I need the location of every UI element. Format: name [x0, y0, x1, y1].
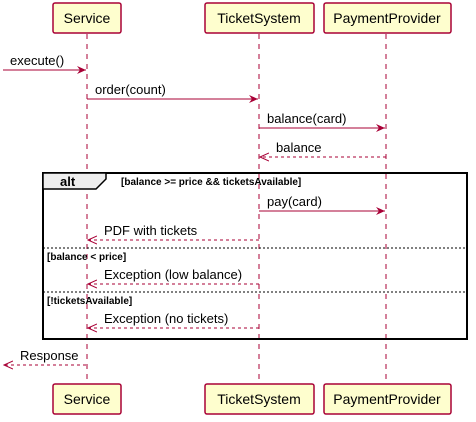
participant-paymentprovider-bottom: PaymentProvider [323, 383, 452, 415]
participant-label: Service [64, 391, 111, 407]
message-label-exception-no-tickets: Exception (no tickets) [104, 311, 228, 326]
participant-service-bottom: Service [52, 383, 122, 415]
participant-paymentprovider-top: PaymentProvider [323, 2, 452, 34]
participant-label: TicketSystem [217, 10, 301, 26]
message-label-pay-card: pay(card) [267, 194, 322, 209]
participant-ticketsystem-top: TicketSystem [204, 2, 315, 34]
message-pdf: PDF with tickets [88, 223, 259, 240]
message-exception-low-balance: Exception (low balance) [88, 267, 259, 284]
alt-guard-3: [!ticketsAvailable] [47, 296, 132, 307]
message-order: order(count) [87, 82, 258, 103]
message-label-pdf: PDF with tickets [104, 223, 198, 238]
participant-ticketsystem-bottom: TicketSystem [204, 383, 315, 415]
message-label-response: Response [20, 348, 79, 363]
participant-service-top: Service [52, 2, 122, 34]
alt-frame [42, 172, 468, 340]
message-balance-card: balance(card) [259, 111, 385, 132]
participant-label: PaymentProvider [333, 391, 441, 407]
message-response: Response [4, 348, 86, 365]
message-label-order: order(count) [95, 82, 166, 97]
alt-label-tab [42, 172, 107, 190]
message-pay-card: pay(card) [259, 194, 385, 215]
message-label-balance-return: balance [276, 140, 322, 155]
alt-guard-2: [balance < price] [47, 252, 126, 263]
participant-label: Service [64, 10, 111, 26]
message-execute: execute() [3, 53, 86, 74]
message-label-balance-card: balance(card) [267, 111, 347, 126]
alt-guard-1: [balance >= price && ticketsAvailable] [121, 177, 301, 188]
message-balance-return: balance [260, 140, 386, 157]
alt-fragment: alt [balance >= price && ticketsAvailabl… [42, 172, 468, 340]
message-exception-no-tickets: Exception (no tickets) [88, 311, 259, 328]
message-label-execute: execute() [10, 53, 64, 68]
message-label-exception-low-balance: Exception (low balance) [104, 267, 242, 282]
participant-label: TicketSystem [217, 391, 301, 407]
alt-keyword: alt [60, 174, 76, 189]
participant-label: PaymentProvider [333, 10, 441, 26]
